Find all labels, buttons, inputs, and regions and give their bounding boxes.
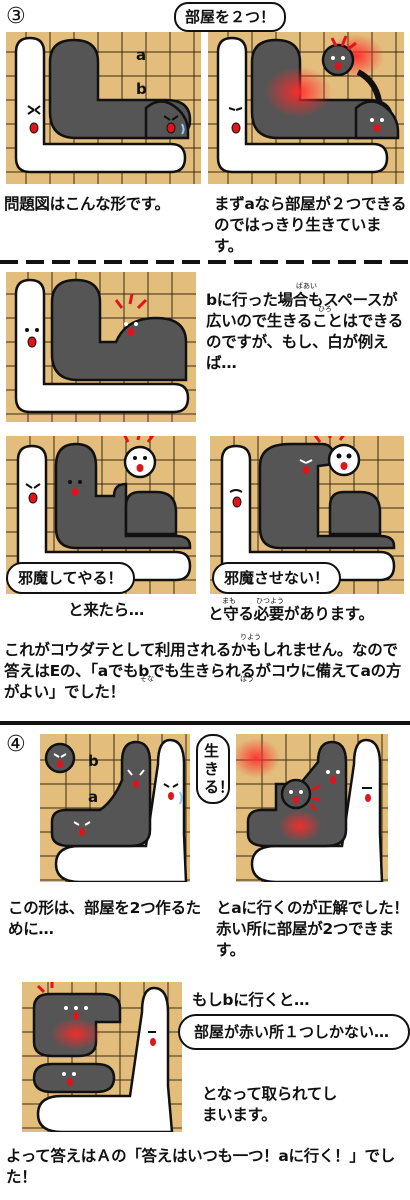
board-illustration [236,734,388,882]
go-board-panel: a b [6,32,201,184]
board-illustration [40,734,190,882]
caption-b-case: bに行った場合もスペースが広いので生きることはできるのですが、もし、白が例えば… [206,291,403,372]
board-illustration [208,32,404,184]
point-label-a: a [136,46,147,64]
furigana: ばあい [296,282,317,290]
section-number: ③ [6,4,26,29]
board-illustration [6,272,196,422]
caption-must-defend: と守る必要があります。 [208,605,374,623]
board-illustration [6,32,201,184]
section-divider [0,721,410,725]
go-board-panel [22,982,182,1132]
speech-bubble: 邪魔してやる！ [6,562,135,594]
caption-final-answer: よって答えはＡの「答えはいつも一つ！aに行く！」でした！ [6,1147,395,1186]
go-board-panel [208,32,404,184]
caption-if-b: もしbに行くと… [192,991,310,1009]
caption-answer-e: これがコウダテとして利用されるかもしれません。なので答えはEの、「aでもbでも生… [4,641,402,701]
point-label-a: a [88,788,99,806]
caption-problem-shape: 問題図はこんな形です。 [4,195,170,213]
section-divider [0,260,410,264]
caption-captured: となって取られてしまいます。 [202,1085,338,1124]
furigana: そな [140,675,154,683]
caption-a-lives: まずaなら部屋が２つできるのではっきり生きています。 [214,195,407,255]
point-label-b: b [136,80,147,98]
furigana: ひつよう [256,597,284,605]
furigana: ひろ [318,305,332,313]
furigana: ほう [240,675,254,683]
speech-bubble: 邪魔させない！ [212,562,342,594]
go-board-panel [6,272,196,422]
go-board-panel: b a [40,734,190,882]
section-number: ④ [6,732,26,757]
board-illustration [22,982,182,1132]
speech-bubble: 部屋が赤い所１つしかない… [178,1014,410,1050]
go-board-panel [236,734,388,882]
furigana: りよう [240,633,261,641]
caption-a-correct: とaに行くのが正解でした！赤い所に部屋が2つできます。 [216,899,409,959]
speech-bubble-vertical: 生きる！ [196,734,234,804]
point-label-b: b [88,752,99,770]
speech-bubble: 部屋を２つ！ [174,2,287,32]
caption-if-white-comes: と来たら… [68,601,145,619]
caption-this-shape: この形は、部屋を2つ作るために… [8,899,201,938]
furigana: まも [222,597,236,605]
